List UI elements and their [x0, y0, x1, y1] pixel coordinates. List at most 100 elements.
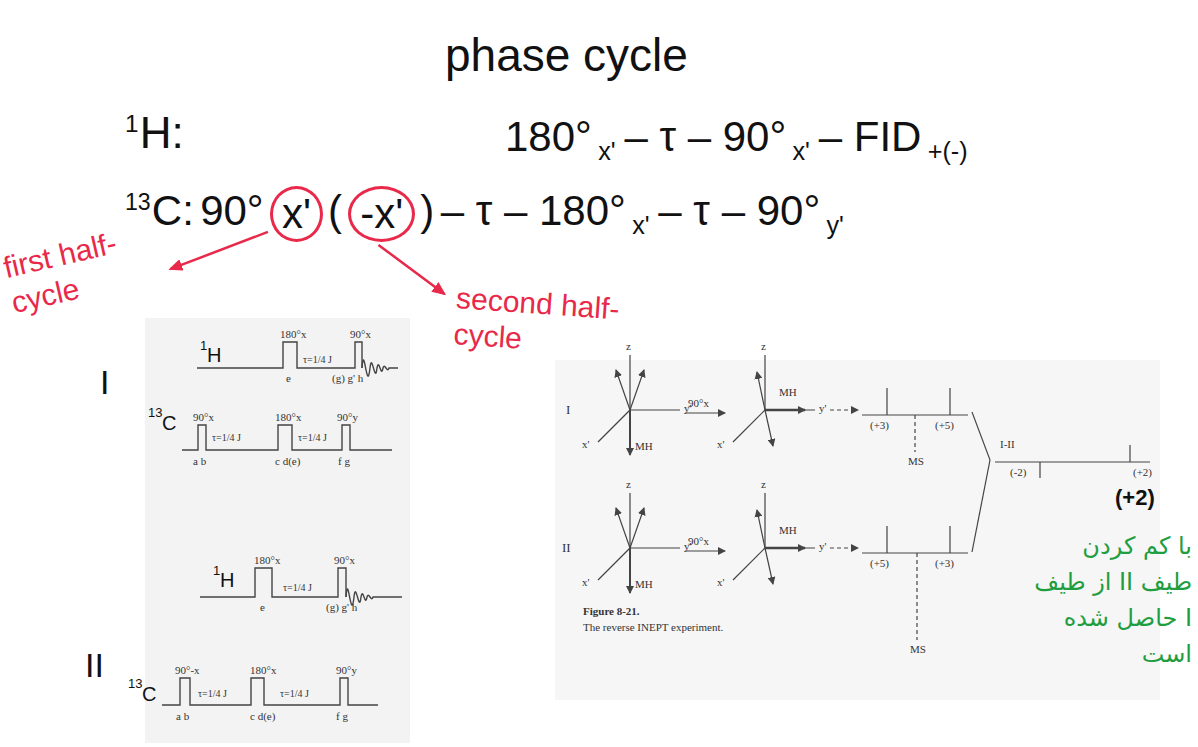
- figure-label: II: [562, 540, 571, 556]
- formula-text: – FID: [819, 113, 922, 160]
- figure-line: [1039, 462, 1040, 478]
- figure-line: [197, 342, 362, 368]
- x-axis: [733, 548, 765, 580]
- figure-label: τ=1/4 J: [280, 688, 309, 700]
- formula-text: ): [420, 187, 434, 234]
- magnetization-vector: [629, 548, 631, 593]
- magnetization-vector: [629, 410, 631, 455]
- figure-line: [995, 461, 1150, 462]
- magnetization-vector: [616, 370, 630, 410]
- formula-text: x': [793, 137, 810, 165]
- figure-label: τ=1/4 J: [198, 688, 227, 700]
- handwritten-label: 1: [200, 338, 207, 354]
- handwritten-label: H: [220, 568, 234, 592]
- figure-label: (+5): [870, 557, 889, 570]
- figure-line: [862, 552, 968, 553]
- figure-label: MH: [635, 578, 653, 591]
- spectra: [685, 388, 1150, 640]
- x-axis: [598, 548, 630, 580]
- figure-label: τ=1/4 J: [283, 582, 312, 594]
- figure-line: [1129, 445, 1130, 462]
- pulse-sequence-I: [182, 342, 398, 450]
- figure-label: (+3): [870, 419, 889, 432]
- magnetization-vector: [765, 409, 805, 411]
- formula-text: 1: [125, 110, 138, 137]
- figure-line: [949, 388, 950, 415]
- figure-label: f g: [336, 710, 348, 723]
- handwritten-label: I: [100, 362, 109, 403]
- figure-label: (+2): [1133, 466, 1152, 479]
- vector-axes: [598, 355, 815, 593]
- figure-label: z: [761, 340, 766, 353]
- handwritten-label: 1: [213, 563, 220, 579]
- handwritten-label: C: [142, 682, 156, 706]
- handwritten-label: (+2): [1115, 485, 1155, 511]
- leader-arrow: [170, 232, 268, 269]
- handwritten-label: C: [162, 411, 176, 435]
- figure-label: Figure 8-21.: [583, 605, 640, 618]
- figure-label: τ=1/4 J: [298, 432, 327, 444]
- figure-line: [972, 460, 990, 552]
- figure-label: y': [684, 540, 691, 553]
- figure-label: MH: [779, 386, 797, 399]
- figure-label: (g) g' h: [326, 601, 357, 614]
- figure-label: e: [286, 372, 291, 385]
- figure-label: (-2): [1010, 466, 1027, 479]
- figure-label: 180°x: [250, 664, 276, 677]
- title: phase cycle: [445, 28, 688, 83]
- formula-text: 13: [125, 189, 151, 215]
- magnetization-vector: [616, 508, 630, 548]
- handwritten-label: H: [207, 343, 221, 367]
- y-axis: [765, 547, 815, 548]
- figure-label: 90°y: [336, 664, 357, 677]
- magnetization-vector: [765, 548, 773, 584]
- figure-label: 90°y: [337, 411, 358, 424]
- figure-label: z: [626, 478, 631, 491]
- y-axis: [630, 409, 680, 410]
- figure-label: x': [582, 438, 589, 451]
- figure-label: MS: [910, 643, 926, 656]
- figure-label: MS: [908, 455, 924, 468]
- formula-text: x': [632, 211, 649, 239]
- figure-label: MH: [779, 524, 797, 537]
- circled-phase: x': [270, 186, 323, 242]
- y-axis: [630, 547, 680, 548]
- formula-text: H:: [140, 108, 184, 157]
- figure-label: y': [819, 402, 826, 415]
- phase-text: x': [282, 190, 311, 237]
- formula-line: 1H:: [125, 104, 190, 161]
- figure-label: c d(e): [275, 455, 300, 468]
- figure-line: [200, 568, 346, 597]
- figure-label: 180°x: [280, 328, 306, 341]
- figure-label: (+3): [935, 557, 954, 570]
- figure-line: [830, 409, 858, 410]
- x-axis: [733, 410, 765, 442]
- scan-background: [555, 360, 1160, 700]
- handwritten-label: 13: [148, 405, 162, 421]
- leader-arrow: [378, 245, 444, 294]
- figure-label: 180°x: [275, 411, 301, 424]
- figure-label: τ=1/4 J: [212, 432, 241, 444]
- figure-label: τ=1/4 J: [303, 354, 332, 366]
- x-axis: [598, 410, 630, 442]
- figure-label: a b: [176, 710, 189, 723]
- formula-text: C:: [152, 187, 194, 234]
- formula-text: x': [598, 137, 615, 165]
- figure-label: z: [761, 478, 766, 491]
- handwritten-label: II: [85, 645, 104, 686]
- magnetization-vector: [765, 410, 773, 446]
- note-text: first half-cycle: [0, 217, 162, 321]
- figure-line: [886, 388, 887, 415]
- magnetization-vector: [630, 370, 644, 410]
- figure-line: [162, 678, 378, 705]
- pulse-sequence-II: [162, 568, 402, 705]
- magnetization-vector: [630, 508, 644, 548]
- formula-text: – τ – 90°: [624, 113, 786, 160]
- figure-line: [182, 425, 392, 450]
- magnetization-vector: [765, 547, 805, 549]
- z-axis: [629, 355, 630, 410]
- figure-line: [914, 415, 915, 452]
- formula-line: 180°x'– τ – 90°x'– FID+(-): [505, 110, 976, 168]
- note-text: با کم کردن طیف II از طیف I حاصل شده است: [1030, 528, 1192, 672]
